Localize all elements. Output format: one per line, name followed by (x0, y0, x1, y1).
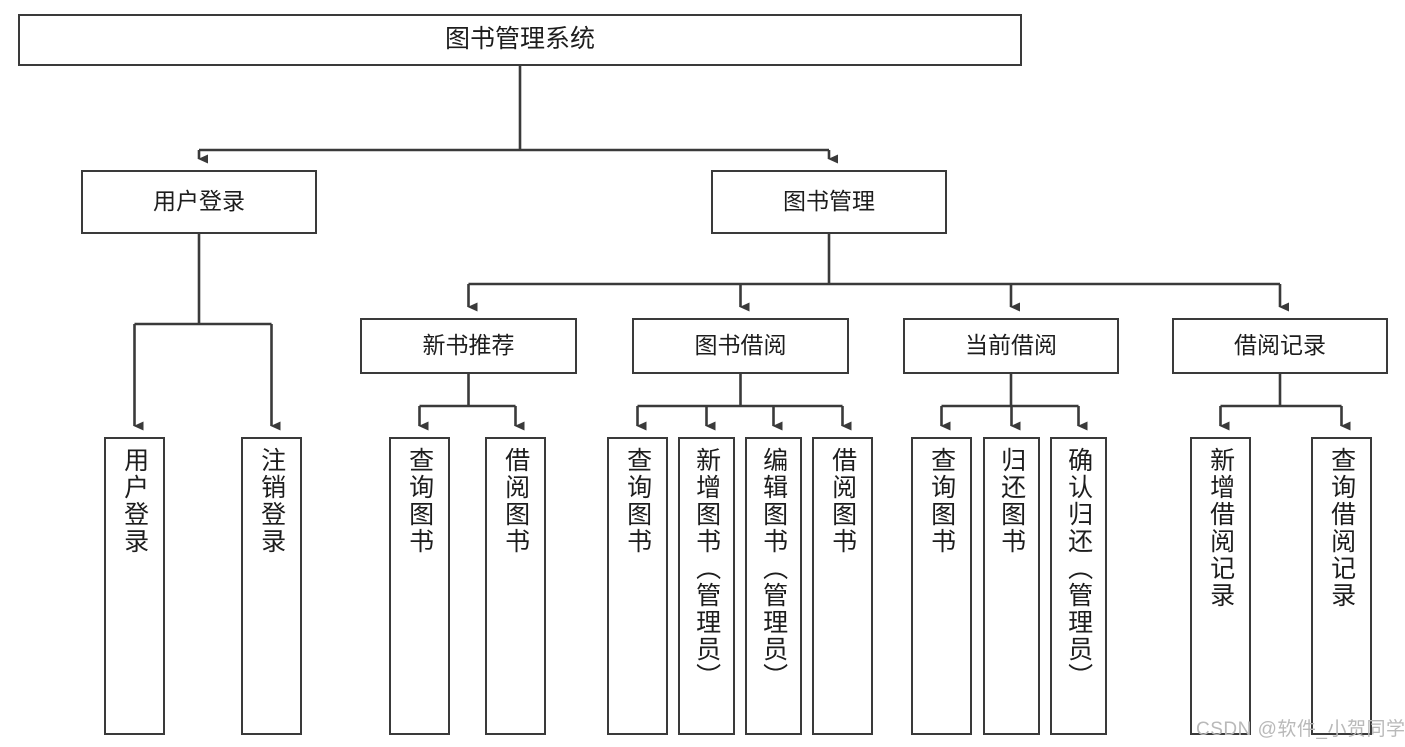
node-label: 借阅图书 (828, 447, 857, 555)
node-leaf-return-book[interactable]: 归还图书 (983, 437, 1040, 735)
node-leaf-query-book-b[interactable]: 查询图书 (607, 437, 668, 735)
node-leaf-query-book-c[interactable]: 查询图书 (911, 437, 972, 735)
csdn-watermark: CSDN @软件_小贺同学 (1196, 719, 1405, 740)
node-label: 新书推荐 (422, 332, 515, 359)
node-root[interactable]: 图书管理系统 (18, 14, 1022, 66)
node-label: 查询借阅记录 (1327, 447, 1356, 609)
node-label: 当前借阅 (965, 332, 1057, 359)
node-l2-book-borrow[interactable]: 图书借阅 (632, 318, 849, 374)
node-label: 新增借阅记录 (1206, 447, 1235, 609)
node-label: 编辑图书（管理员） (759, 447, 788, 690)
node-l1-book-manage[interactable]: 图书管理 (711, 170, 947, 234)
node-label: 图书管理 (783, 188, 875, 215)
node-leaf-query-book-a[interactable]: 查询图书 (389, 437, 450, 735)
node-l2-new-book-rec[interactable]: 新书推荐 (360, 318, 577, 374)
node-leaf-borrow-book-a[interactable]: 借阅图书 (485, 437, 546, 735)
node-leaf-edit-book[interactable]: 编辑图书（管理员） (745, 437, 802, 735)
node-label: 图书借阅 (694, 332, 787, 359)
node-label: 查询图书 (927, 447, 956, 555)
node-leaf-confirm-return[interactable]: 确认归还（管理员） (1050, 437, 1107, 735)
node-leaf-query-record[interactable]: 查询借阅记录 (1311, 437, 1372, 735)
node-label: 新增图书（管理员） (692, 447, 721, 690)
node-leaf-borrow-book-b[interactable]: 借阅图书 (812, 437, 873, 735)
node-label: 注销登录 (257, 447, 286, 555)
node-l1-user-login[interactable]: 用户登录 (81, 170, 317, 234)
node-label: 图书管理系统 (444, 25, 595, 54)
node-label: 借阅图书 (501, 447, 530, 555)
node-label: 借阅记录 (1234, 332, 1326, 359)
node-label: 归还图书 (997, 447, 1026, 555)
node-l2-borrow-record[interactable]: 借阅记录 (1172, 318, 1388, 374)
node-label: 用户登录 (153, 188, 245, 215)
node-label: 确认归还（管理员） (1064, 447, 1093, 690)
node-l2-current-borrow[interactable]: 当前借阅 (903, 318, 1119, 374)
node-label: 查询图书 (623, 447, 652, 555)
node-leaf-add-record[interactable]: 新增借阅记录 (1190, 437, 1251, 735)
node-label: 查询图书 (405, 447, 434, 555)
node-leaf-user-logout[interactable]: 注销登录 (241, 437, 302, 735)
node-label: 用户登录 (120, 447, 149, 555)
node-leaf-add-book[interactable]: 新增图书（管理员） (678, 437, 735, 735)
node-leaf-user-login[interactable]: 用户登录 (104, 437, 165, 735)
